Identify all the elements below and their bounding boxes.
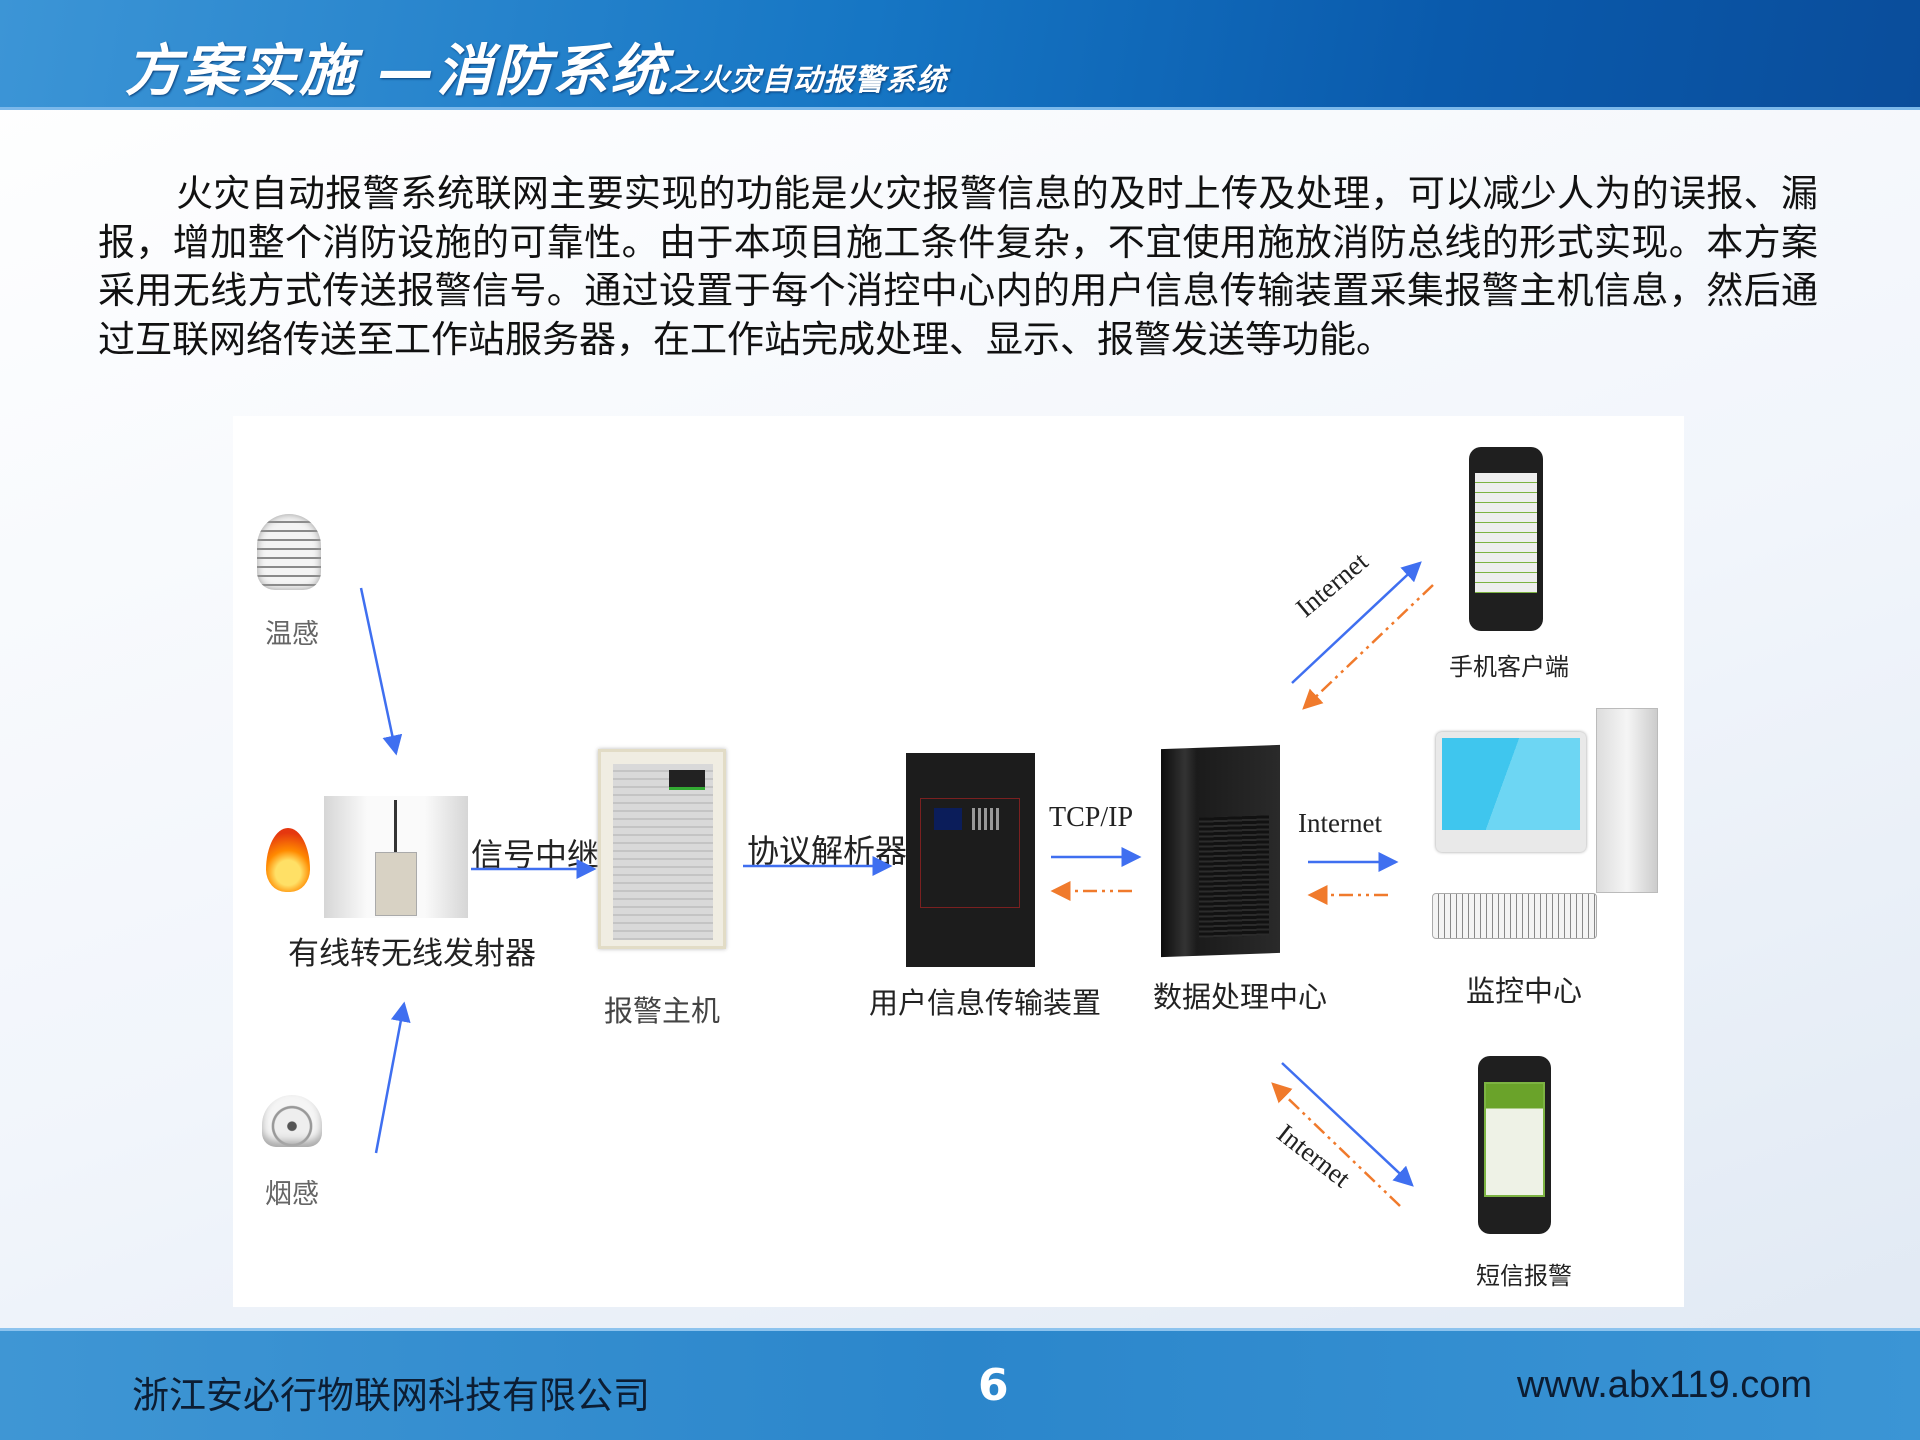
title-sub: 之火灾自动报警系统 (668, 63, 948, 98)
return-arrow-sms (1271, 1082, 1401, 1207)
slide-footer (0, 1328, 1920, 1440)
tcpip-label: TCP/IP (1049, 802, 1134, 833)
return-arrow-mobile (1302, 584, 1434, 710)
phone-screen (1475, 473, 1537, 593)
transmitter-image (324, 796, 468, 918)
transmitter-label: 有线转无线发射器 (288, 936, 536, 972)
fire-icon (266, 828, 310, 892)
mobile-client-label: 手机客户端 (1449, 653, 1569, 681)
data-center-label: 数据处理中心 (1153, 980, 1328, 1014)
arrow-temp-to-transmitter (359, 587, 403, 756)
transmitter-box (375, 852, 417, 916)
pc-tower (1596, 708, 1658, 893)
device-screen (934, 808, 962, 830)
title-main: 方案实施 —消防系统 (125, 39, 669, 104)
device-panel (920, 798, 1020, 908)
keyboard (1432, 893, 1597, 939)
device-keypad (972, 808, 1002, 830)
monitor-center-image (1430, 708, 1665, 949)
company-name: 浙江安必行物联网科技有限公司 (132, 1374, 650, 1417)
user-device-label: 用户信息传输装置 (869, 986, 1102, 1020)
page-number: 6 (978, 1360, 1009, 1411)
mobile-phone-image (1469, 447, 1543, 631)
alarm-host-image (598, 749, 726, 949)
slide-title: 方案实施 —消防系统之火灾自动报警系统 (125, 26, 948, 107)
arrow-smoke-to-transmitter (374, 1001, 411, 1154)
antenna (394, 800, 397, 852)
slide-header (0, 0, 1920, 110)
monitor (1436, 732, 1586, 852)
user-info-device-image (906, 753, 1035, 967)
monitor-screen (1442, 738, 1580, 830)
sms-phone-image (1478, 1056, 1551, 1234)
temperature-sensor-icon (257, 514, 321, 590)
alarm-host-display (669, 770, 705, 790)
alarm-host-panel (613, 764, 713, 940)
sms-screen (1484, 1082, 1545, 1197)
sms-alarm-label: 短信报警 (1476, 1262, 1572, 1290)
website-url: www.abx119.com (1517, 1364, 1812, 1406)
smoke-sensor-icon (262, 1095, 322, 1147)
temp-sensor-label: 温感 (265, 619, 319, 650)
alarm-host-label: 报警主机 (604, 994, 721, 1028)
arrow-internet-sms (1281, 1062, 1414, 1187)
smoke-sensor-label: 烟感 (265, 1179, 319, 1210)
internet-monitor-label: Internet (1298, 808, 1382, 838)
body-paragraph: 火灾自动报警系统联网主要实现的功能是火灾报警信息的及时上传及处理，可以减少人为的… (98, 172, 1818, 361)
monitor-center-label: 监控中心 (1466, 974, 1583, 1008)
arrow-internet-mobile (1291, 561, 1422, 684)
